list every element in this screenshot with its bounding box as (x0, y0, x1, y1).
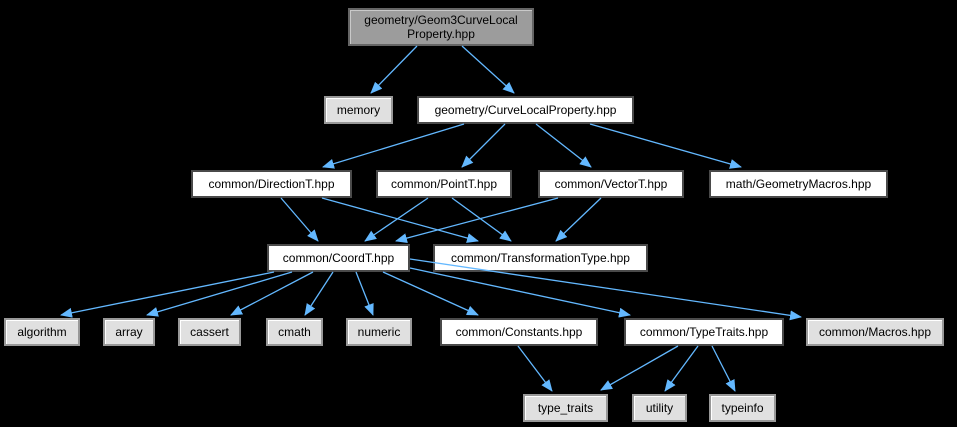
edge-geom3-to-curvelocal (461, 45, 515, 94)
node-label: common/TypeTraits.hpp (640, 325, 768, 339)
edge-point-to-transformation (451, 197, 512, 242)
node-cassert: cassert (178, 318, 241, 346)
edge-coord-to-typetraits (409, 267, 631, 318)
node-label: utility (646, 401, 673, 415)
node-label: geometry/CurveLocalProperty.hpp (435, 103, 617, 117)
node-label-line: math/GeometryMacros.hpp (725, 177, 872, 191)
node-label: common/DirectionT.hpp (208, 177, 334, 191)
edge-point-to-coord (364, 197, 429, 242)
edge-coord-to-cassert (230, 271, 314, 316)
edge-geom3-to-memory (370, 45, 418, 94)
node-label-line: common/Constants.hpp (455, 325, 583, 339)
node-label: common/TransformationType.hpp (451, 251, 630, 265)
node-label-line: common/Macros.hpp (818, 325, 932, 339)
node-label: common/CoordT.hpp (283, 251, 394, 265)
node-label-line: common/VectorT.hpp (554, 177, 668, 191)
node-label: common/PointT.hpp (391, 177, 497, 191)
node-label-line: numeric (357, 325, 401, 339)
node-label: array (115, 325, 142, 339)
edge-coord-to-array (146, 271, 293, 317)
node-utility: utility (632, 394, 687, 422)
edge-typetraits-to-type_traits (600, 345, 679, 391)
node-label: common/Constants.hpp (456, 325, 583, 339)
node-vector[interactable]: common/VectorT.hpp (538, 170, 684, 198)
node-point[interactable]: common/PointT.hpp (376, 170, 512, 198)
node-label: memory (337, 103, 380, 117)
node-label-line: common/DirectionT.hpp (208, 177, 335, 191)
node-label-line: common/CoordT.hpp (282, 251, 395, 265)
node-coord[interactable]: common/CoordT.hpp (267, 244, 410, 272)
edge-coord-to-cmath (304, 271, 334, 316)
node-transformation[interactable]: common/TransformationType.hpp (433, 244, 648, 272)
node-label: cassert (190, 325, 229, 339)
edge-coord-to-constants (382, 271, 479, 316)
node-type_traits: type_traits (523, 394, 608, 422)
edge-vector-to-coord (395, 197, 559, 244)
node-label-line: type_traits (537, 401, 594, 415)
node-label-line: geometry/Geom3CurveLocal (364, 13, 518, 27)
node-macros: common/Macros.hpp (806, 318, 944, 346)
edge-coord-to-numeric (355, 271, 374, 316)
edge-coord-to-algorithm (60, 271, 275, 318)
node-label-line: array (115, 325, 143, 339)
node-label: algorithm (17, 325, 66, 339)
node-label-line: memory (336, 103, 381, 117)
edge-curvelocal-to-geomacros (589, 123, 742, 169)
node-label-line: common/TypeTraits.hpp (639, 325, 769, 339)
edge-constants-to-type_traits (517, 345, 553, 392)
node-label-line: typeinfo (721, 401, 764, 415)
node-label-line: utility (645, 401, 674, 415)
node-label: typeinfo (721, 401, 763, 415)
edge-curvelocal-to-point (461, 123, 506, 168)
edge-curvelocal-to-vector (535, 123, 592, 168)
edge-direction-to-coord (280, 197, 319, 242)
node-label: numeric (358, 325, 401, 339)
node-label: common/Macros.hpp (819, 325, 931, 339)
node-algorithm: algorithm (4, 318, 80, 346)
node-label-line: geometry/CurveLocalProperty.hpp (434, 103, 617, 117)
node-label-line: cassert (190, 325, 229, 339)
node-typeinfo: typeinfo (709, 394, 776, 422)
node-label: math/GeometryMacros.hpp (726, 177, 871, 191)
node-label-line: Property.hpp (407, 27, 475, 41)
node-cmath: cmath (266, 318, 323, 346)
node-typetraits[interactable]: common/TypeTraits.hpp (624, 318, 784, 346)
edge-direction-to-transformation (321, 197, 479, 243)
node-label: common/VectorT.hpp (555, 177, 668, 191)
node-label-line: common/TransformationType.hpp (451, 251, 630, 265)
node-memory: memory (324, 96, 393, 124)
node-label-line: algorithm (17, 325, 67, 339)
node-curvelocal[interactable]: geometry/CurveLocalProperty.hpp (417, 96, 634, 124)
node-array: array (103, 318, 155, 346)
edge-typetraits-to-utility (664, 345, 699, 392)
node-numeric: numeric (346, 318, 412, 346)
node-constants[interactable]: common/Constants.hpp (440, 318, 598, 346)
node-label: cmath (278, 325, 311, 339)
edge-curvelocal-to-direction (322, 123, 465, 169)
node-direction[interactable]: common/DirectionT.hpp (191, 170, 352, 198)
edge-vector-to-transformation (555, 197, 602, 242)
edge-typetraits-to-typeinfo (711, 345, 736, 392)
node-geomacros[interactable]: math/GeometryMacros.hpp (709, 170, 888, 198)
node-label: type_traits (538, 401, 593, 415)
node-label-line: cmath (278, 325, 311, 339)
node-label-line: common/PointT.hpp (390, 177, 498, 191)
